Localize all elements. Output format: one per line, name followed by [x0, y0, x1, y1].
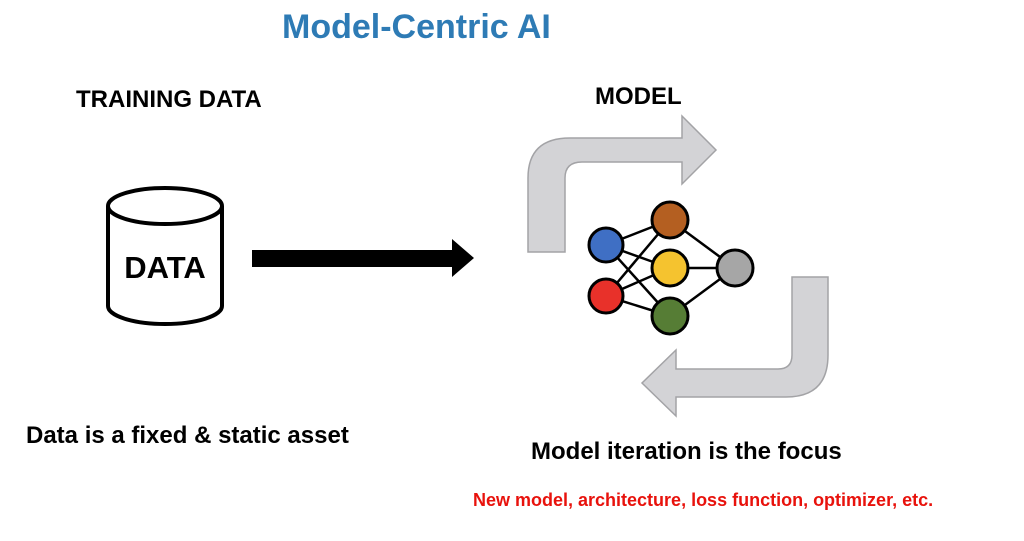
loop-arrow-top [527, 114, 718, 253]
hidden-node-yellow [650, 248, 690, 288]
arrow-right-icon [252, 239, 474, 277]
model-caption: Model iteration is the focus [531, 438, 842, 465]
hidden-node-green [650, 296, 690, 336]
page-title: Model-Centric AI [282, 8, 551, 46]
cylinder-label: DATA [124, 250, 206, 285]
loop-arrow-bottom [640, 276, 829, 418]
data-caption: Data is a fixed & static asset [26, 422, 349, 449]
output-node-gray [715, 248, 755, 288]
training-data-heading: TRAINING DATA [76, 86, 262, 113]
curved-arrow-left-icon [640, 276, 829, 418]
curved-arrow-right-icon [527, 114, 718, 253]
database-cylinder-icon: DATA [106, 186, 224, 326]
cylinder-top [106, 186, 224, 226]
model-heading: MODEL [595, 83, 682, 110]
hidden-node-brown [650, 200, 690, 240]
input-node-red [587, 277, 625, 315]
cylinder-body [106, 206, 224, 326]
arrow-shaft [252, 250, 456, 267]
model-changes-note: New model, architecture, loss function, … [473, 490, 934, 510]
input-node-blue [587, 226, 625, 264]
neural-network-icon [587, 200, 755, 336]
arrow-head [452, 239, 474, 277]
